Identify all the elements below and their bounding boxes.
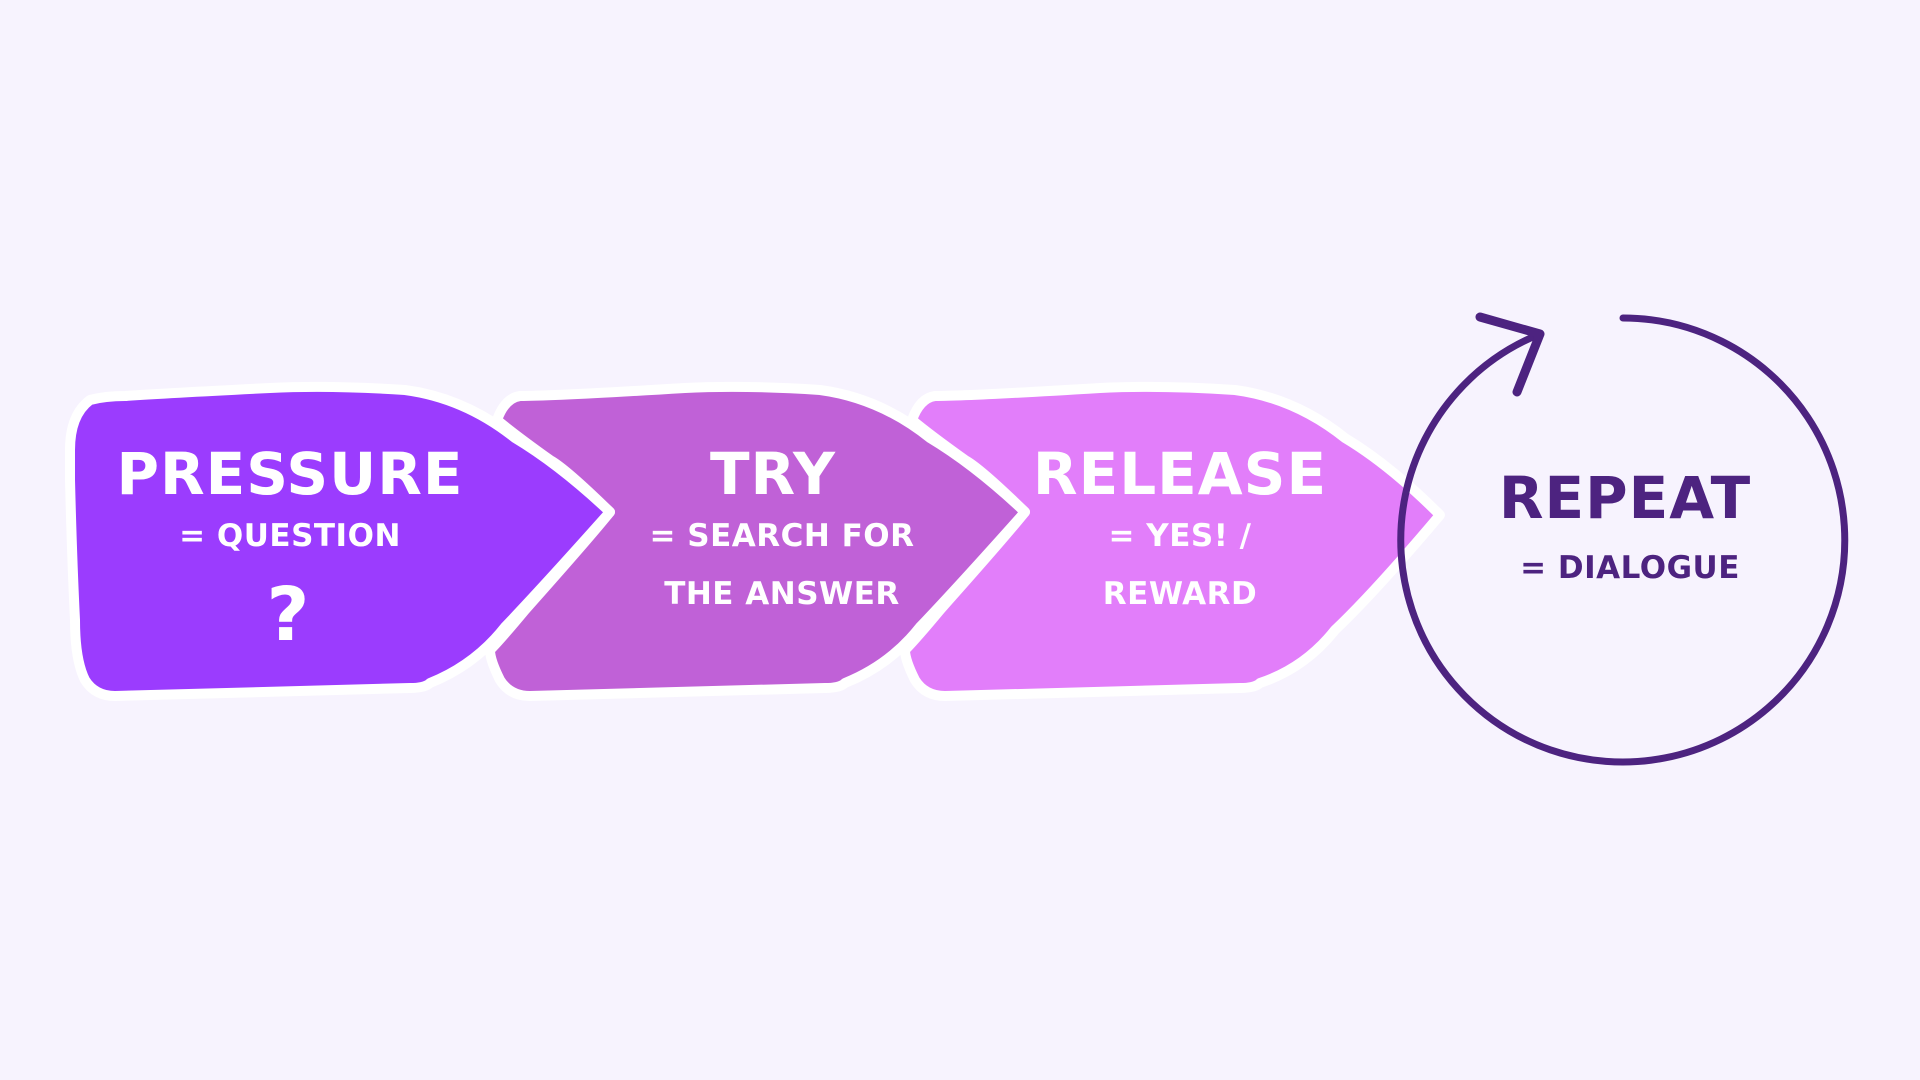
step-1-arrow-shape: [65, 381, 615, 701]
step-3-title: RELEASE: [1033, 440, 1327, 508]
step-3-subtitle-line-2: REWARD: [1103, 576, 1257, 612]
step-1-title: PRESSURE: [116, 440, 463, 508]
cycle-arrowhead-icon: [1475, 312, 1545, 397]
step-2-subtitle-line-1: = SEARCH FOR: [649, 518, 914, 554]
step-2-title: TRY: [710, 440, 836, 508]
cycle-circle-icon: [1397, 314, 1849, 766]
step-3-subtitle-line-1: = YES! /: [1109, 518, 1252, 554]
cycle-title: REPEAT: [1499, 464, 1751, 532]
cycle-subtitle: = DIALOGUE: [1520, 550, 1740, 586]
step-2-subtitle-line-2: THE ANSWER: [664, 576, 900, 612]
step-1-subtitle: = QUESTION: [179, 518, 401, 554]
question-mark-symbol: ?: [267, 572, 310, 658]
